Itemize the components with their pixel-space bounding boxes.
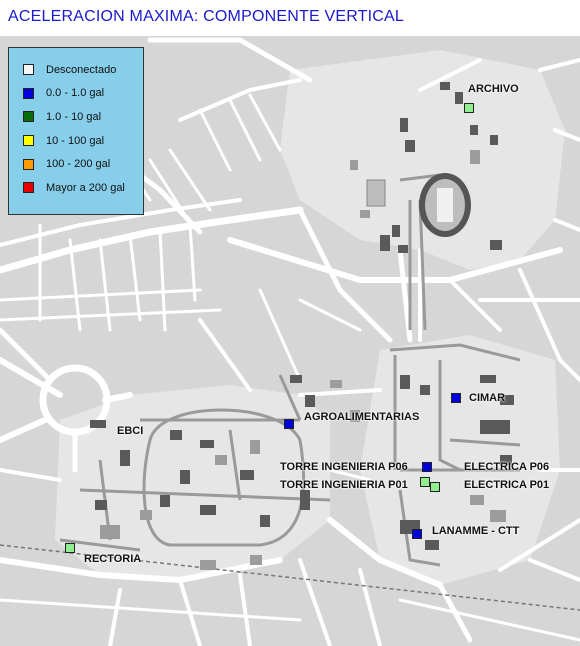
campus-zone-east — [360, 335, 560, 585]
stadium — [366, 173, 471, 237]
legend-label: 100 - 200 gal — [46, 158, 111, 171]
legend-label: 1.0 - 10 gal — [46, 110, 102, 123]
buildings-light — [100, 150, 506, 570]
legend-swatch-100-200 — [23, 158, 34, 170]
station-label-torre-ingenieria-p01: TORRE INGENIERIA P01 — [280, 479, 408, 491]
station-marker-cimar[interactable] — [451, 393, 461, 403]
legend-item: 0.0 - 1.0 gal — [23, 82, 143, 106]
legend-item: 100 - 200 gal — [23, 152, 143, 176]
station-marker-lanamme-ctt[interactable] — [412, 529, 422, 539]
legend-swatch-mayor-200 — [23, 182, 34, 194]
station-label-electrica-p06: ELECTRICA P06 — [464, 461, 550, 473]
station-label-cimar: CIMAR — [469, 392, 506, 404]
station-label-archivo: ARCHIVO — [468, 83, 519, 95]
campus-zone-central — [55, 385, 330, 580]
legend-label: 10 - 100 gal — [46, 134, 105, 147]
station-marker-electrica-p06[interactable] — [420, 477, 430, 487]
campus-map[interactable] — [0, 36, 580, 646]
legend-item: 1.0 - 10 gal — [23, 105, 143, 129]
map-area[interactable] — [0, 36, 580, 646]
station-marker-electrica-p06[interactable] — [430, 482, 440, 492]
station-marker-rectoria[interactable] — [65, 543, 75, 553]
station-marker-archivo[interactable] — [464, 103, 474, 113]
legend-item: Mayor a 200 gal — [23, 176, 143, 200]
station-label-electrica-p01: ELECTRICA P01 — [464, 479, 550, 491]
legend-label: Desconectado — [46, 63, 117, 76]
legend: Desconectado 0.0 - 1.0 gal 1.0 - 10 gal … — [8, 47, 144, 215]
station-marker-agroalimentarias[interactable] — [284, 419, 294, 429]
legend-item: 10 - 100 gal — [23, 129, 143, 153]
map-title: ACELERACION MAXIMA: COMPONENTE VERTICAL — [8, 8, 405, 25]
station-label-agroalimentarias: AGROALIMENTARIAS — [304, 411, 420, 423]
legend-label: Mayor a 200 gal — [46, 181, 125, 194]
station-label-ebci: EBCI — [117, 425, 144, 437]
station-label-rectoria: RECTORIA — [84, 553, 142, 565]
station-label-lanamme-ctt: LANAMME - CTT — [432, 525, 520, 537]
buildings — [90, 82, 514, 550]
legend-swatch-1-10 — [23, 111, 34, 123]
legend-label: 0.0 - 1.0 gal — [46, 87, 105, 100]
station-marker-torre-ingenieria-p06[interactable] — [422, 462, 432, 472]
campus-zone-north — [280, 50, 565, 270]
railway-line — [0, 544, 580, 611]
station-label-torre-ingenieria-p06: TORRE INGENIERIA P06 — [280, 461, 408, 473]
legend-swatch-0-1 — [23, 87, 34, 99]
legend-swatch-10-100 — [23, 135, 34, 147]
legend-item: Desconectado — [23, 58, 143, 82]
legend-swatch-desconectado — [23, 64, 34, 76]
